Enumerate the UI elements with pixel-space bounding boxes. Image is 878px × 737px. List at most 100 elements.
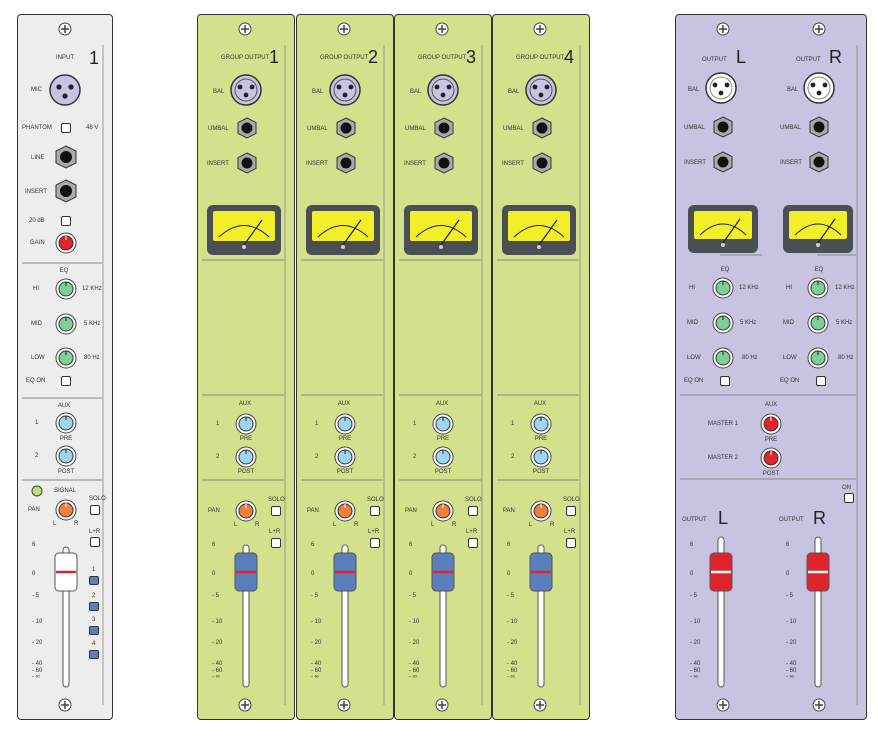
group-fader[interactable] (234, 552, 258, 592)
solo-switch[interactable] (468, 506, 478, 516)
aux1-knob[interactable] (55, 412, 77, 434)
aux2-knob[interactable] (235, 446, 257, 468)
group-fader[interactable] (333, 552, 357, 592)
screw-icon (716, 22, 730, 36)
aux1-knob[interactable] (432, 413, 454, 435)
lr-switch[interactable] (370, 538, 380, 548)
master-fader-left[interactable] (709, 552, 733, 592)
pan-knob[interactable] (432, 500, 454, 522)
jack-socket-icon[interactable] (54, 145, 78, 169)
insert-label: INSERT (502, 161, 524, 167)
jack-socket-icon[interactable] (712, 151, 734, 173)
master-fader-right[interactable] (806, 552, 830, 592)
fader-scale-tick: - 10 (786, 619, 797, 625)
xlr-connector-icon[interactable] (49, 74, 81, 106)
gain-knob[interactable] (55, 232, 77, 254)
aux2-knob[interactable] (55, 445, 77, 467)
fader-scale-tick: 6 (32, 542, 36, 548)
pan-knob[interactable] (55, 499, 77, 521)
eq-l-mid-knob[interactable] (712, 312, 734, 334)
pan-l-label: L (431, 522, 435, 528)
jack-socket-icon[interactable] (808, 116, 830, 138)
eq-l-hi-label: HI (689, 285, 695, 291)
eq-r-hi-knob[interactable] (807, 277, 829, 299)
lr-label: L+R (466, 529, 478, 535)
bal-label: BAL (410, 89, 422, 95)
xlr-connector-icon[interactable] (705, 72, 737, 104)
fader-scale-tick: - 60 (786, 668, 797, 674)
eq-l-low-freq: 80 Hz (742, 355, 758, 361)
xlr-connector-icon[interactable] (230, 74, 262, 106)
jack-socket-icon[interactable] (54, 179, 78, 203)
jack-socket-icon[interactable] (808, 151, 830, 173)
eq-l-mid-label: MID (687, 320, 698, 326)
group-fader[interactable] (431, 552, 455, 592)
eq-low-knob[interactable] (55, 347, 77, 369)
pan-label: PAN (503, 508, 515, 514)
insert-label: INSERT (306, 161, 328, 167)
lr-switch[interactable] (566, 538, 576, 548)
group-fader[interactable] (529, 552, 553, 592)
eq-r-mid-knob[interactable] (807, 312, 829, 334)
jack-socket-icon[interactable] (335, 152, 357, 174)
solo-switch[interactable] (370, 506, 380, 516)
eq-hi-knob[interactable] (55, 278, 77, 300)
jack-socket-icon[interactable] (433, 152, 455, 174)
xlr-connector-icon[interactable] (525, 74, 557, 106)
jack-socket-icon[interactable] (236, 117, 258, 139)
eq-l-hi-knob[interactable] (712, 277, 734, 299)
eq-mid-knob[interactable] (55, 313, 77, 335)
pan-knob[interactable] (530, 500, 552, 522)
route-3-button[interactable] (89, 626, 99, 635)
master1-knob[interactable] (760, 413, 782, 435)
eq-l-low-knob[interactable] (712, 347, 734, 369)
eq-r-low-freq: 80 Hz (838, 355, 854, 361)
jack-socket-icon[interactable] (236, 152, 258, 174)
eq-r-low-knob[interactable] (807, 347, 829, 369)
route-2-button[interactable] (89, 602, 99, 611)
route-1-button[interactable] (89, 576, 99, 585)
xlr-connector-icon[interactable] (427, 74, 459, 106)
jack-socket-icon[interactable] (531, 152, 553, 174)
aux2-knob[interactable] (334, 446, 356, 468)
aux2-knob[interactable] (530, 446, 552, 468)
lr-switch[interactable] (90, 537, 100, 547)
lr-switch[interactable] (468, 538, 478, 548)
jack-socket-icon[interactable] (433, 117, 455, 139)
route-4-button[interactable] (89, 650, 99, 659)
line-label: LINE (31, 155, 45, 161)
solo-switch[interactable] (271, 506, 281, 516)
aux1-knob[interactable] (334, 413, 356, 435)
aux2-knob[interactable] (432, 446, 454, 468)
solo-switch[interactable] (566, 506, 576, 516)
jack-socket-icon[interactable] (531, 117, 553, 139)
eq-r-on-switch[interactable] (816, 376, 826, 386)
channel-fader[interactable] (54, 552, 78, 592)
aux-heading: AUX (533, 401, 547, 407)
pad-switch[interactable] (61, 216, 71, 226)
eq-l-on-switch[interactable] (720, 376, 730, 386)
on-switch[interactable] (844, 493, 854, 503)
solo-switch[interactable] (90, 505, 100, 515)
route-3-label: 3 (92, 617, 96, 623)
eq-on-switch[interactable] (61, 376, 71, 386)
phantom-switch[interactable] (61, 123, 71, 133)
group-title: GROUP OUTPUT (221, 55, 270, 61)
fader-scale-tick: - 40 (409, 661, 420, 667)
pan-knob[interactable] (235, 500, 257, 522)
xlr-connector-icon[interactable] (329, 74, 361, 106)
lr-switch[interactable] (271, 538, 281, 548)
jack-socket-icon[interactable] (335, 117, 357, 139)
pre-label: PRE (534, 436, 548, 442)
xlr-connector-icon[interactable] (803, 72, 835, 104)
screw-icon (337, 698, 351, 712)
aux2-label: 2 (35, 453, 39, 459)
pan-knob[interactable] (334, 500, 356, 522)
aux1-knob[interactable] (530, 413, 552, 435)
master2-knob[interactable] (760, 447, 782, 469)
aux1-knob[interactable] (235, 413, 257, 435)
fader-r-title: OUTPUT (779, 517, 804, 523)
jack-socket-icon[interactable] (712, 116, 734, 138)
